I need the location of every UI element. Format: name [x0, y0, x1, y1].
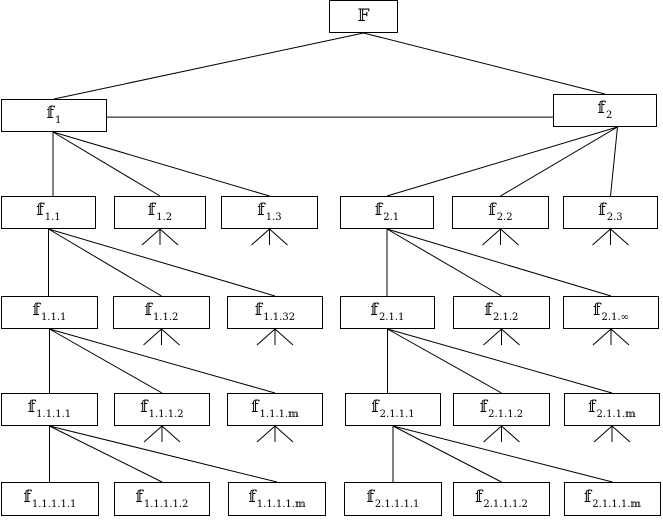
node-label: 𝕗2.1.∞ — [593, 300, 629, 323]
stub-f111m — [256, 425, 276, 443]
stub-f1112 — [143, 425, 163, 443]
node-f2.1.2: 𝕗2.1.2 — [453, 296, 550, 329]
node-F: 𝔽 — [329, 0, 398, 33]
node-label: 𝕗1.1.2 — [144, 300, 179, 323]
stub-f13 — [251, 228, 270, 246]
stub-f112 — [161, 328, 180, 346]
edge-f2111-f2111m — [392, 425, 613, 483]
edge-f1-f12 — [52, 131, 161, 197]
node-label: 𝕗1.1.1.1.2 — [135, 486, 189, 510]
node-label: 𝕗2.1.2 — [484, 300, 519, 323]
node-f1.1.1.1.2: 𝕗1.1.1.1.2 — [114, 482, 210, 516]
node-label: 𝕗2.1.1.1 — [371, 397, 415, 420]
node-label: 𝕗1.3 — [257, 200, 282, 223]
edge-f211-f2112 — [387, 328, 502, 394]
node-label: 𝕗1.1.1.1.𝕞 — [248, 486, 306, 510]
stub-f12 — [159, 228, 179, 246]
node-label: 𝕗2.2 — [488, 200, 513, 223]
edge-f11-f112 — [48, 228, 162, 297]
node-f1.1: 𝕗1.1 — [1, 196, 96, 229]
node-label: 𝕗2.3 — [598, 200, 623, 223]
node-label: 𝕗2.1 — [374, 200, 400, 223]
stub-f112 — [143, 328, 162, 346]
node-f1.1.1.1: 𝕗1.1.1.1 — [1, 393, 98, 426]
stub-f21inf — [610, 328, 630, 346]
node-label: 𝕗1 — [46, 103, 62, 126]
node-f1.1.1.2: 𝕗1.1.1.2 — [114, 393, 210, 426]
stub-f212 — [501, 328, 520, 346]
edge-f11-f1132 — [48, 228, 276, 297]
node-f1.1.1.m: 𝕗1.1.1.𝕞 — [227, 393, 323, 426]
node-label: 𝕗2 — [597, 98, 613, 121]
node-label: 𝕗1.1.1 — [32, 300, 67, 323]
stub-f212 — [483, 328, 502, 346]
node-f2.1.1.1.m: 𝕗2.1.1.1.𝕞 — [564, 482, 661, 516]
stub-f2112 — [501, 425, 520, 443]
node-f1: 𝕗1 — [1, 99, 107, 132]
node-f1.1.1.1.m: 𝕗1.1.1.1.𝕞 — [228, 482, 326, 516]
stub-f22 — [500, 228, 519, 246]
edge-f1111-f11112 — [49, 425, 163, 483]
node-f2.1.inf: 𝕗2.1.∞ — [563, 296, 659, 329]
node-f2: 𝕗2 — [553, 94, 657, 127]
stub-f22 — [482, 228, 501, 246]
node-label: 𝕗1.1.32 — [254, 300, 296, 323]
node-label: 𝕗2.1.1.1.𝕞 — [583, 486, 642, 510]
stub-f13 — [269, 228, 288, 246]
edge-f211-f211m — [387, 328, 613, 394]
node-f1.3: 𝕗1.3 — [221, 196, 318, 229]
node-label: 𝕗2.1.1.2 — [479, 397, 524, 420]
node-f2.1.1.1.2: 𝕗2.1.1.1.2 — [453, 482, 550, 516]
node-label: 𝕗1.2 — [147, 200, 173, 223]
edge-f21-f21inf — [386, 228, 612, 297]
edge-f2111-f21112 — [392, 425, 502, 483]
node-label: 𝕗1.1 — [36, 200, 61, 223]
node-label: 𝕗2.1.1.𝕞 — [588, 397, 636, 420]
node-label: 𝕗2.1.1 — [370, 300, 405, 323]
edge-f1111-f1111m — [49, 425, 278, 483]
node-f2.1.1: 𝕗2.1.1 — [340, 296, 435, 329]
edge-f111-f111m — [49, 328, 276, 394]
node-label: 𝔽 — [357, 6, 370, 26]
stub-f211m — [593, 425, 613, 443]
node-f2.2: 𝕗2.2 — [452, 196, 549, 229]
node-f1.1.1.1.1: 𝕗1.1.1.1.1 — [1, 482, 99, 516]
node-f2.1.1.m: 𝕗2.1.1.𝕞 — [564, 393, 660, 426]
stub-f12 — [141, 228, 161, 246]
stub-f21inf — [592, 328, 612, 346]
edge-f2-f22 — [500, 126, 618, 197]
node-f2.1.1.2: 𝕗2.1.1.2 — [453, 393, 550, 426]
stub-f1132 — [274, 328, 294, 346]
node-f2.3: 𝕗2.3 — [563, 196, 658, 229]
edge-f111-f1112 — [49, 328, 163, 394]
node-f1.1.2: 𝕗1.1.2 — [113, 296, 210, 329]
edge-f2-f23 — [610, 126, 618, 197]
node-f1.1.32: 𝕗1.1.32 — [227, 296, 323, 329]
node-f2.1: 𝕗2.1 — [340, 196, 434, 229]
stub-f1112 — [161, 425, 181, 443]
stub-f2112 — [483, 425, 502, 443]
node-f2.1.1.1: 𝕗2.1.1.1 — [345, 393, 441, 426]
node-label: 𝕗2.1.1.1.2 — [475, 486, 528, 510]
node-label: 𝕗2.1.1.1.1 — [366, 486, 420, 510]
node-f1.1.1: 𝕗1.1.1 — [1, 296, 98, 329]
edge-f21-f212 — [386, 228, 502, 297]
node-label: 𝕗1.1.1.𝕞 — [251, 397, 299, 420]
stub-f1132 — [256, 328, 276, 346]
node-label: 𝕗1.1.1.1 — [27, 397, 72, 420]
node-label: 𝕗1.1.1.2 — [140, 397, 184, 420]
stub-f23 — [610, 228, 629, 246]
edge-f1-f13 — [52, 131, 270, 197]
stub-f211m — [611, 425, 631, 443]
node-f2.1.1.1.1: 𝕗2.1.1.1.1 — [344, 482, 442, 516]
stub-f111m — [274, 425, 294, 443]
edge-f2-f21 — [386, 126, 618, 197]
edge-F-f1 — [53, 32, 364, 100]
stub-f23 — [592, 228, 611, 246]
node-label: 𝕗1.1.1.1.1 — [23, 486, 77, 510]
node-f1.2: 𝕗1.2 — [114, 196, 206, 229]
edge-F-f2 — [363, 32, 606, 95]
